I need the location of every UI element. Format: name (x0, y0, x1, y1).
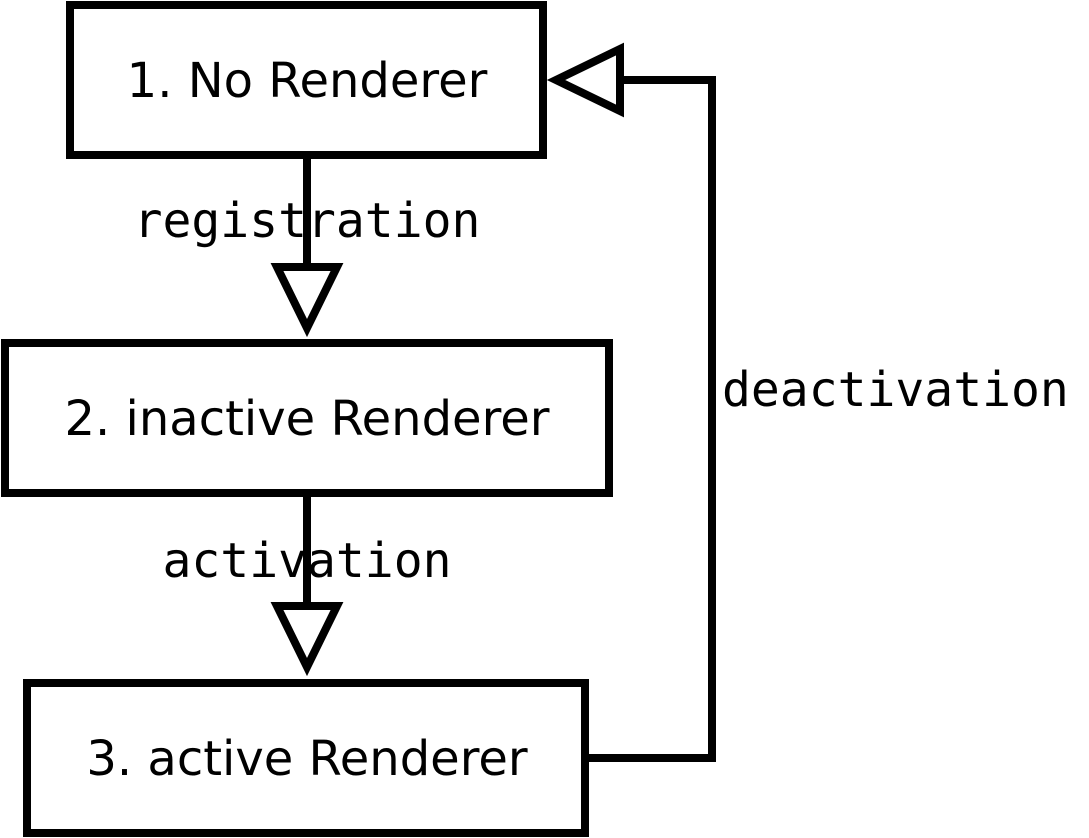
state-box-no-renderer (66, 1, 547, 159)
activation-label: activation (163, 533, 452, 589)
activation-arrow-head (270, 602, 344, 677)
transition-deactivation: deactivation (546, 42, 1069, 762)
state-active-renderer: 3. active Renderer (23, 679, 589, 837)
transition-registration: registration (134, 155, 481, 338)
state-inactive-renderer: 2. inactive Renderer (1, 339, 613, 497)
state-label-inactive-renderer: 2. inactive Renderer (64, 391, 549, 447)
state-label-active-renderer: 3. active Renderer (86, 731, 528, 787)
registration-label: registration (134, 193, 481, 249)
state-no-renderer: 1. No Renderer (66, 1, 547, 159)
state-box-active-renderer (23, 679, 589, 837)
registration-arrow-head (270, 263, 344, 338)
state-box-inactive-renderer (1, 339, 613, 497)
deactivation-label: deactivation (722, 362, 1069, 418)
deactivation-connector (585, 76, 716, 762)
transition-activation: activation (163, 493, 452, 677)
deactivation-arrow-head (546, 42, 624, 118)
state-label-no-renderer: 1. No Renderer (127, 53, 488, 109)
